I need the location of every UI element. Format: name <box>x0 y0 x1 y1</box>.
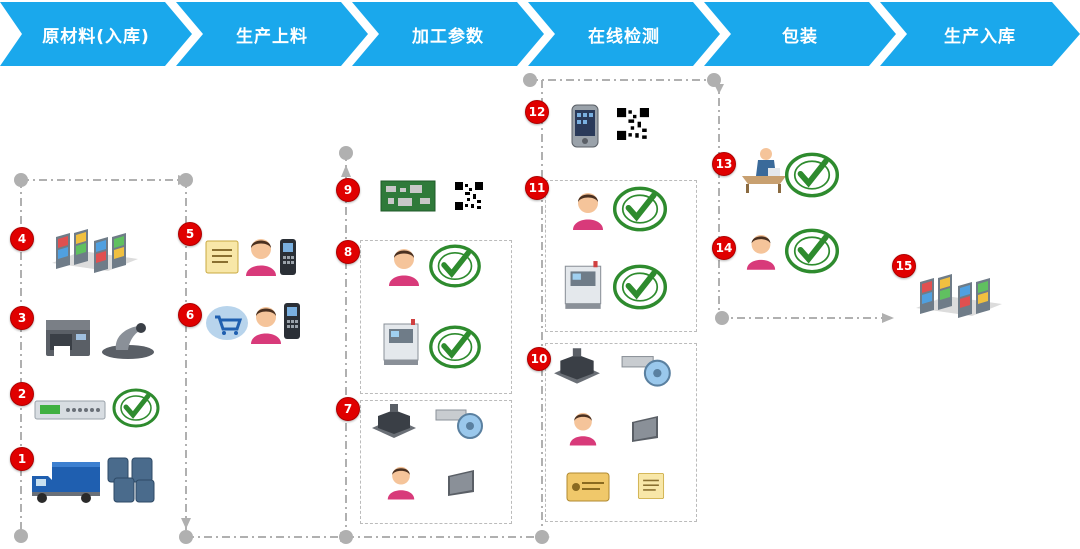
stage-label: 生产入库 <box>944 26 1016 47</box>
group-box-params-equipment <box>360 400 512 524</box>
circuit-board-icon <box>380 180 436 212</box>
handheld-terminal-icon <box>284 303 300 339</box>
stage-warehousing: 生产入库 <box>880 2 1080 66</box>
operator-icon <box>569 412 597 446</box>
operator-icon <box>246 239 276 276</box>
packing-worker-icon <box>742 148 786 193</box>
step-badge-6: 6 <box>178 303 202 327</box>
step-badge-7: 7 <box>336 397 360 421</box>
chip-icon <box>448 470 474 496</box>
group-box-params-quality <box>360 240 512 394</box>
approved-stamp-icon <box>784 152 840 198</box>
production-machine-icon <box>383 319 419 365</box>
chevron-shape <box>880 2 1080 66</box>
qr-code-icon <box>455 182 483 210</box>
step-badge-1: 1 <box>10 447 34 471</box>
chevron-shape <box>176 2 368 66</box>
step-badge-10: 10 <box>527 347 551 371</box>
warehouse-shelves-icon <box>52 229 138 273</box>
operator-icon <box>387 466 415 500</box>
chevron-shape <box>0 2 192 66</box>
group-box-inspection-equipment <box>545 343 697 522</box>
approved-stamp-icon <box>784 228 840 274</box>
approved-stamp-icon <box>429 244 481 288</box>
truck-icon <box>32 462 100 503</box>
stage-label: 加工参数 <box>412 26 484 47</box>
document-icon <box>205 240 239 274</box>
stage-label: 包装 <box>782 26 818 47</box>
step-badge-14: 14 <box>712 236 736 260</box>
production-machine-icon <box>564 261 602 309</box>
id-card-icon <box>566 472 610 502</box>
smartphone-icon <box>571 104 599 148</box>
step-badge-3: 3 <box>10 306 34 330</box>
chevron-shape <box>352 2 544 66</box>
shopping-cart-icon <box>206 306 248 340</box>
chip-icon <box>632 416 658 442</box>
operator-icon <box>251 307 281 344</box>
chevron-shape <box>528 2 720 66</box>
chevron-shape <box>704 2 896 66</box>
stage-process-params: 加工参数 <box>352 2 544 66</box>
stage-label: 生产上料 <box>236 26 308 47</box>
stage-feeding: 生产上料 <box>176 2 368 66</box>
stage-packing: 包装 <box>704 2 896 66</box>
test-meter-icon <box>34 400 106 420</box>
step-badge-15: 15 <box>892 254 916 278</box>
stage-label: 在线检测 <box>588 26 660 47</box>
step-badge-12: 12 <box>525 100 549 124</box>
warehouse-shelves-icon <box>916 274 1002 318</box>
step-badge-13: 13 <box>712 152 736 176</box>
step-badge-2: 2 <box>10 382 34 406</box>
group-box-inspection-quality <box>545 180 697 332</box>
qr-code-icon <box>617 108 649 140</box>
operator-icon <box>746 234 776 270</box>
step-badge-11: 11 <box>525 176 549 200</box>
handheld-terminal-icon <box>280 239 296 275</box>
operator-icon <box>573 193 603 230</box>
barrels-icon <box>107 457 155 503</box>
operator-icon <box>389 249 419 286</box>
stage-raw-material: 原材料(入库) <box>0 2 192 66</box>
approved-stamp-icon <box>612 186 668 232</box>
stage-label: 原材料(入库) <box>42 26 150 47</box>
fixture-tool-icon <box>621 356 671 387</box>
stage-online-inspection: 在线检测 <box>528 2 720 66</box>
step-badge-8: 8 <box>336 240 360 264</box>
fixture-tool-icon <box>435 409 483 439</box>
approved-stamp-icon <box>112 388 160 428</box>
step-badge-5: 5 <box>178 222 202 246</box>
document-icon <box>637 472 665 500</box>
step-badge-9: 9 <box>336 178 360 202</box>
approved-stamp-icon <box>429 325 481 369</box>
step-badge-4: 4 <box>10 227 34 251</box>
production-machine-icon <box>554 348 600 384</box>
production-machine-icon <box>372 404 416 438</box>
barcode-scanner-icon <box>102 323 154 359</box>
approved-stamp-icon <box>612 264 668 310</box>
label-printer-icon <box>46 320 90 356</box>
